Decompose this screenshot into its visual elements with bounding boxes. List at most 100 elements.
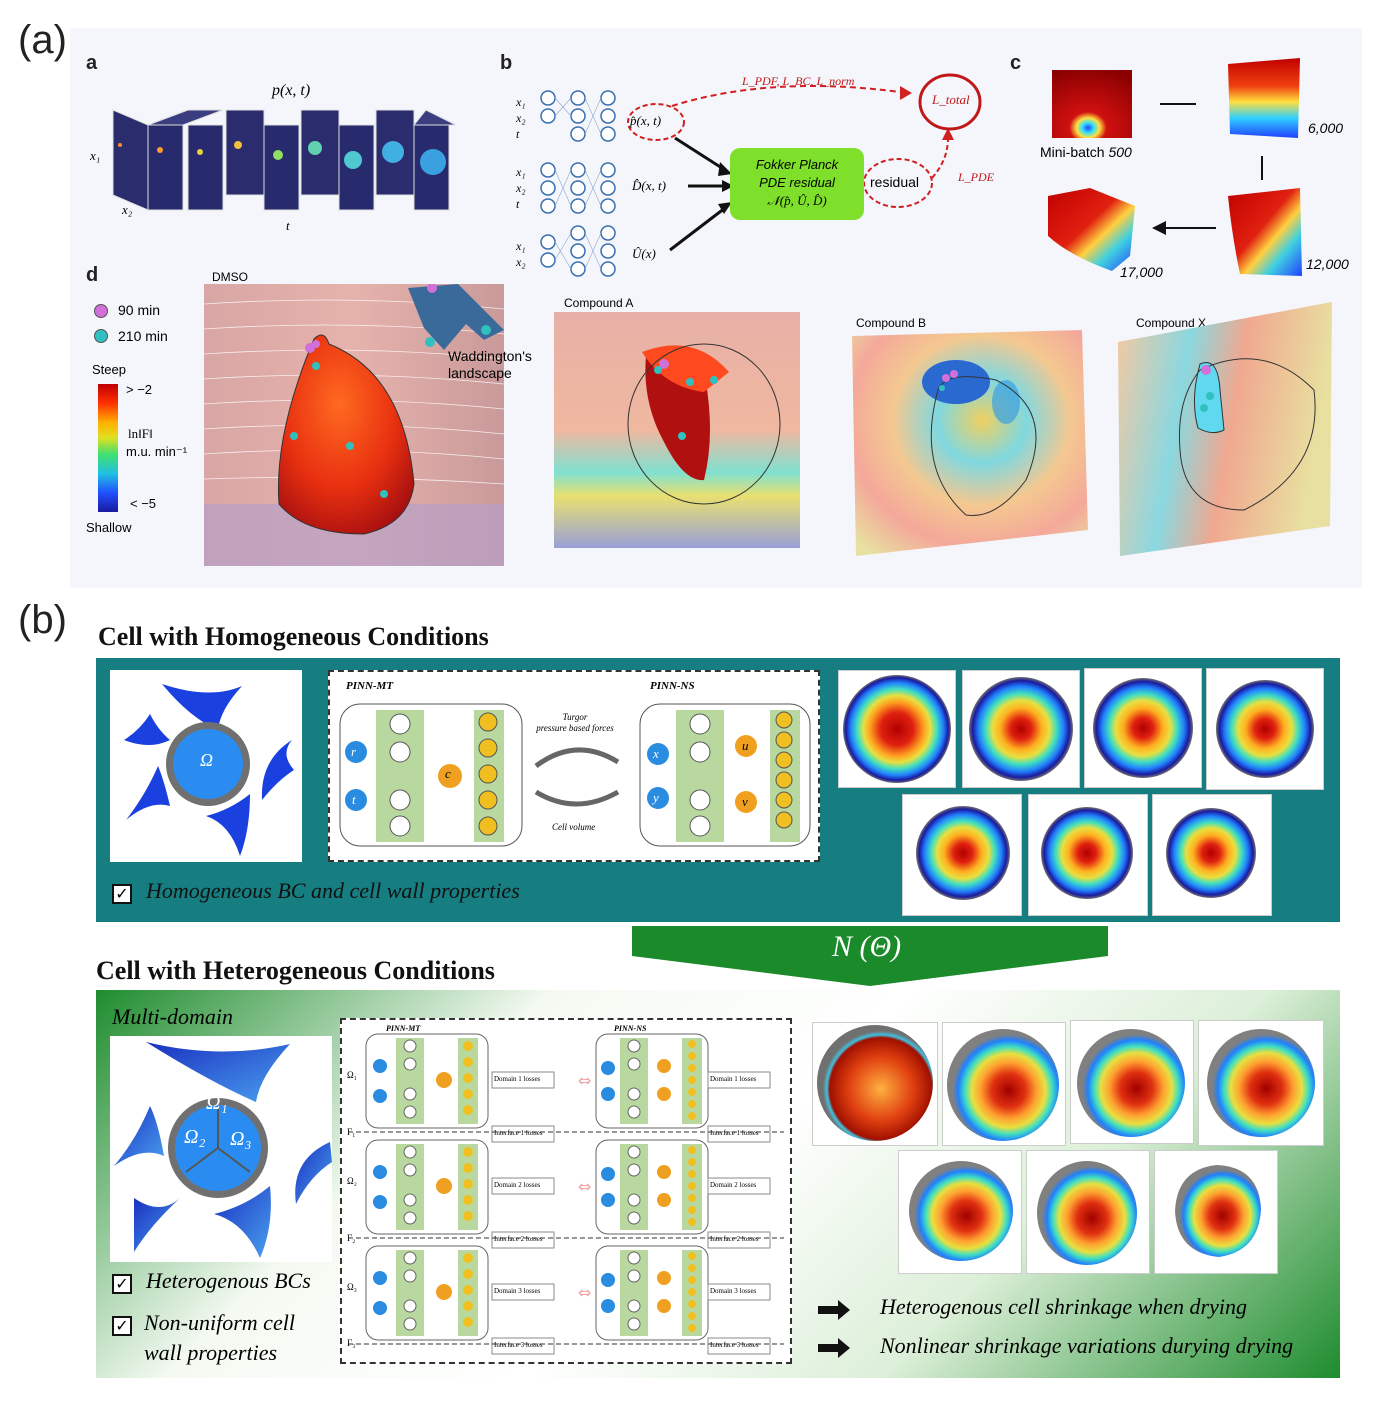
multi-domain-label: Multi-domain: [112, 1004, 233, 1029]
row3-ns-interface: Interface 3 losses: [710, 1341, 759, 1349]
legend-90-marker: [94, 304, 108, 318]
homog-thumb-6: [1028, 794, 1148, 916]
homogeneous-title: Cell with Homogeneous Conditions: [98, 622, 489, 651]
heterog-thumb-2: [942, 1022, 1066, 1146]
row3-mt-interface: Interface 3 losses: [494, 1341, 543, 1349]
row1-omega: Ω₁: [347, 1070, 357, 1080]
fp-line-3: 𝒩(p̂, Û, D̂): [767, 193, 827, 208]
panel-a-label: (a): [18, 18, 67, 62]
legend-90-label: 90 min: [118, 302, 161, 318]
step-12000-label: 12,000: [1306, 256, 1349, 272]
homog-pinn-networks: [339, 703, 811, 847]
homog-thumb-7: [1152, 794, 1272, 916]
n-theta-arrow: [632, 926, 1108, 986]
ns-output-u: u: [742, 738, 749, 753]
heterog-thumb-6: [1026, 1150, 1150, 1274]
homog-thumb-4: [1206, 668, 1324, 790]
row3-omega: Ω₃: [347, 1282, 357, 1292]
map-compound-a-title: Compound A: [564, 296, 634, 310]
row3-ns-domain: Domain 3 losses: [710, 1287, 757, 1295]
row3-mt-domain: Domain 3 losses: [494, 1287, 541, 1295]
homog-check-label: Homogeneous BC and cell wall properties: [146, 878, 520, 903]
turgor-line-2: pressure based forces: [536, 723, 614, 733]
waddington-label: Waddington's landscape: [448, 348, 532, 382]
heterog-thumb-1: [812, 1022, 938, 1146]
row2-omega: Ω₂: [347, 1176, 357, 1186]
time-slices: [112, 109, 457, 211]
colorbar-ln-label: ln‖F‖: [128, 426, 153, 441]
fokker-planck-box: Fokker Planck PDE residual 𝒩(p̂, Û, D̂): [730, 148, 864, 220]
panel-b-label: (b): [18, 598, 67, 642]
cell-volume-label: Cell volume: [552, 822, 596, 832]
row1-gamma: Γ₁: [347, 1127, 356, 1137]
heterog-bc-label: Heterogenous BCs: [146, 1268, 311, 1293]
map-compound-b-title: Compound B: [856, 316, 927, 330]
x2-axis-label: x₂: [122, 202, 133, 217]
colorbar-top-value: > −2: [126, 382, 153, 397]
map-compound-b: [852, 330, 1088, 556]
net3-input-x1: x₁: [516, 239, 526, 253]
waddington-line-1: Waddington's: [448, 348, 532, 364]
row1-ns-domain: Domain 1 losses: [710, 1075, 757, 1083]
net2-input-x2: x₂: [516, 181, 526, 195]
svg-text:⇔: ⇔: [578, 1071, 591, 1090]
non-uniform-label: Non-uniform cell wall properties: [144, 1308, 295, 1368]
row1-mt-domain: Domain 1 losses: [494, 1075, 541, 1083]
multi-domain-networks: ⇔: [347, 1033, 785, 1355]
mt-output-c: c: [445, 766, 451, 781]
turgor-label: Turgor pressure based forces: [530, 712, 620, 734]
heterog-thumb-4: [1198, 1020, 1324, 1146]
residual-label: residual: [870, 174, 920, 190]
net2-inputs: x₁ x₂ t: [516, 164, 526, 212]
homog-cell-svg: [124, 684, 294, 856]
row1-mt-interface: Interface 1 losses: [494, 1129, 543, 1137]
waddington-line-2: landscape: [448, 365, 512, 381]
p-hat-label: p̂(x, t): [630, 113, 662, 128]
heterog-cell-svg: [114, 1042, 332, 1258]
d-hat-label: D̂(x, t): [632, 178, 666, 193]
heterog-cell-diagram: [110, 1036, 332, 1262]
pinn-ns-label: PINN-NS: [650, 680, 695, 692]
sub-d-label: d: [86, 264, 99, 286]
shallow-label: Shallow: [86, 520, 132, 535]
homog-thumb-2: [962, 670, 1080, 788]
legend-210-marker: [94, 329, 108, 343]
homog-checkbox: ✓: [112, 884, 132, 904]
omega-label: Ω: [200, 750, 214, 770]
net1-inputs: x₁ x₂ t: [516, 94, 526, 142]
legend-210-label: 210 min: [118, 328, 168, 344]
mt-input-t: t: [352, 792, 356, 807]
pinn-mt-label: PINN-MT: [346, 680, 394, 692]
pinn-flow-arrows: [627, 73, 982, 252]
bullet-2-label: Nonlinear shrinkage variations durying d…: [880, 1333, 1294, 1358]
map-dmso: [204, 284, 504, 566]
homog-cell-diagram: [110, 670, 302, 862]
row2-ns-domain: Domain 2 losses: [710, 1181, 757, 1189]
row2-mt-domain: Domain 2 losses: [494, 1181, 541, 1189]
ns-input-y: y: [653, 790, 659, 805]
heterog-thumb-7: [1154, 1150, 1278, 1274]
fp-line-2: PDE residual: [759, 175, 835, 190]
non-uniform-line-2: wall properties: [144, 1340, 278, 1365]
net1-input-x2: x₂: [516, 111, 526, 125]
sub-b-label: b: [500, 52, 513, 74]
x1-axis-label: x₁: [90, 148, 101, 163]
homog-thumb-1: [838, 670, 956, 788]
bullet-arrows: [818, 1300, 850, 1358]
neural-networks-graphic: [540, 90, 616, 277]
steep-label: Steep: [92, 362, 126, 377]
loss-terms-label: L_PDF, L_BC, L_norm: [742, 74, 855, 88]
heterog-bc-checkbox: ✓: [112, 1274, 132, 1294]
ns-output-v: v: [742, 794, 748, 809]
n-theta-label: N (Θ): [832, 930, 902, 963]
non-uniform-checkbox: ✓: [112, 1316, 132, 1336]
heterog-thumb-5: [898, 1150, 1022, 1274]
training-progress-maps: [1048, 58, 1302, 276]
map-compound-a: [554, 312, 800, 548]
u-hat-label: Û(x): [632, 246, 656, 261]
colorbar-unit: m.u. min⁻¹: [126, 444, 188, 459]
net3-inputs: x₁ x₂: [516, 238, 526, 270]
heterog-thumb-3: [1070, 1020, 1194, 1144]
map-dmso-title: DMSO: [212, 270, 248, 284]
net1-input-t: t: [516, 127, 520, 141]
